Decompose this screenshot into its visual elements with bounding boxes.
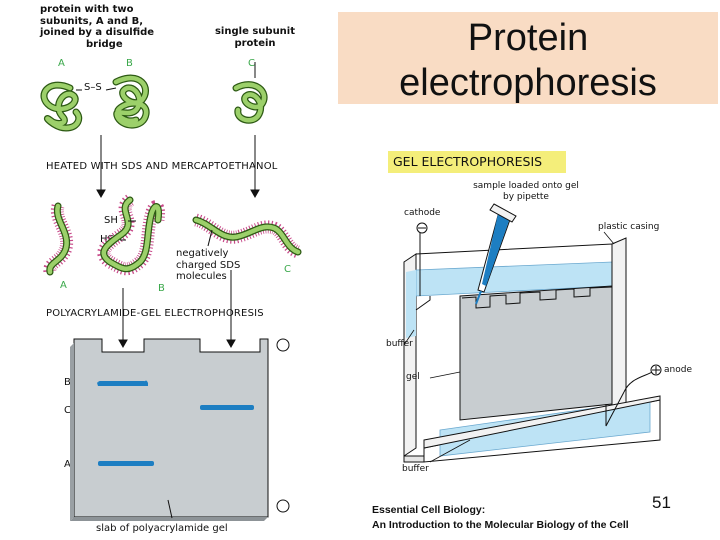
subunit-b-label: B	[126, 58, 133, 69]
page-number: 51	[652, 493, 671, 512]
pipette-icon	[475, 203, 517, 305]
caption-line: joined by a disulfide	[40, 27, 155, 38]
caption-line: single subunit	[214, 26, 296, 37]
gel-label: gel	[406, 372, 420, 382]
sds-molecules-caption: negatively charged SDS molecules	[176, 248, 240, 283]
page-gel-label: POLYACRYLAMIDE-GEL ELECTROPHORESIS	[46, 308, 264, 319]
single-subunit-caption: single subunit protein	[214, 26, 296, 49]
caption-line: protein	[234, 37, 276, 49]
subunit-a-label: A	[58, 58, 65, 69]
caption-line: protein with two	[40, 4, 134, 15]
band-a	[98, 461, 154, 466]
sample-loaded-caption: sample loaded onto gel by pipette	[470, 181, 582, 203]
slide-title-line: electrophoresis	[399, 62, 657, 104]
protein-c-label: C	[248, 58, 255, 69]
lane-label-c: C	[64, 405, 71, 416]
slide-title-line: Protein	[467, 17, 589, 59]
caption-line: negatively	[176, 248, 229, 259]
citation-line: Essential Cell Biology:	[372, 504, 486, 516]
protein-bands	[97, 380, 254, 466]
caption-line: subunits, A and B,	[40, 15, 144, 27]
slide-title: Protein electrophoresis	[338, 16, 718, 106]
folded-protein-ab	[40, 74, 150, 132]
folded-protein-c	[232, 81, 268, 124]
sh-label: SH	[104, 215, 118, 226]
slide-title-box: Protein electrophoresis	[338, 12, 718, 104]
caption-line: sample loaded onto gel	[473, 181, 579, 191]
gel-apparatus	[403, 203, 662, 463]
lower-buffer	[439, 399, 651, 457]
process-arrows	[96, 62, 260, 349]
anode-label: anode	[664, 365, 692, 375]
denatured-a-label: A	[60, 280, 67, 291]
gel-plate	[459, 285, 613, 421]
caption-line: bridge	[86, 38, 123, 50]
gel-slab	[70, 338, 290, 521]
citation: Essential Cell Biology: An Introduction …	[372, 503, 629, 533]
caption-line: molecules	[176, 271, 227, 282]
gel-electrophoresis-badge: GEL ELECTROPHORESIS	[388, 151, 566, 173]
slab-caption: slab of polyacrylamide gel	[96, 523, 228, 534]
upper-buffer-label: buffer	[386, 339, 413, 349]
two-subunit-caption: protein with two subunits, A and B, join…	[40, 4, 154, 50]
lane-label-a: A	[64, 459, 71, 470]
denatured-c-label: C	[284, 264, 291, 275]
denatured-proteins	[43, 194, 302, 276]
plastic-casing-label: plastic casing	[598, 222, 660, 232]
heated-sds-label: HEATED WITH SDS AND MERCAPTOETHANOL	[46, 161, 278, 172]
disulfide-bond-label: S–S	[84, 82, 102, 93]
lane-label-b: B	[64, 377, 71, 388]
cathode-label: cathode	[404, 208, 441, 218]
caption-line: charged SDS	[176, 259, 241, 271]
hs-label: HS	[100, 234, 114, 245]
badge-text: GEL ELECTROPHORESIS	[393, 154, 543, 169]
negative-electrode	[276, 338, 290, 352]
caption-line: by pipette	[503, 192, 549, 202]
lower-buffer-label: buffer	[402, 464, 429, 474]
denatured-b-label: B	[158, 283, 165, 294]
band-c	[200, 405, 254, 410]
positive-electrode	[276, 499, 290, 513]
citation-line: An Introduction to the Molecular Biology…	[372, 519, 629, 531]
